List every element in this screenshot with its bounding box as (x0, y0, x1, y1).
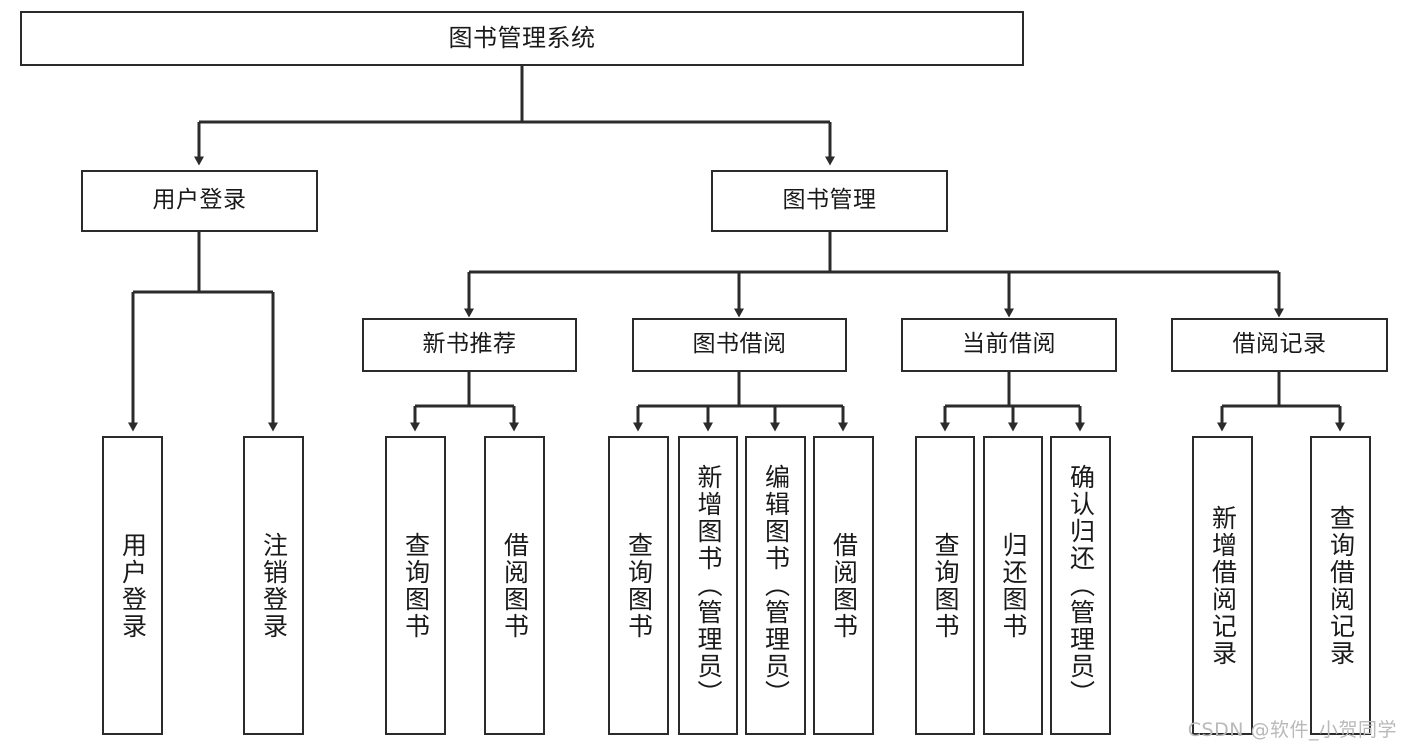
leaf-current-return-books[interactable]: 归还图书 (983, 436, 1043, 735)
node-root-book-management-system[interactable]: 图书管理系统 (20, 11, 1024, 66)
leaf-borrow-borrow-books[interactable]: 借阅图书 (813, 436, 874, 735)
node-label: 归还图书 (999, 531, 1028, 640)
node-book-borrowing[interactable]: 图书借阅 (632, 318, 847, 372)
leaf-current-query-books[interactable]: 查询图书 (915, 436, 975, 735)
node-label: 查询图书 (624, 531, 654, 640)
leaf-logout[interactable]: 注销登录 (243, 436, 304, 735)
node-label: 新增图书（管理员） (694, 464, 723, 707)
node-label: 当前借阅 (962, 331, 1056, 358)
node-new-book-recommendation[interactable]: 新书推荐 (362, 318, 577, 372)
node-label: 查询借阅记录 (1326, 504, 1356, 667)
node-label: 图书管理 (782, 187, 877, 214)
node-label: 图书管理系统 (448, 24, 596, 53)
node-borrowing-record[interactable]: 借阅记录 (1171, 318, 1388, 372)
node-label: 新书推荐 (422, 331, 517, 358)
node-label: 编辑图书（管理员） (761, 464, 791, 707)
node-label: 用户登录 (152, 187, 247, 214)
leaf-record-add-borrow-record[interactable]: 新增借阅记录 (1192, 436, 1253, 735)
leaf-borrow-add-book-admin[interactable]: 新增图书（管理员） (678, 436, 738, 735)
node-book-management[interactable]: 图书管理 (711, 170, 948, 232)
leaf-current-confirm-return-admin[interactable]: 确认归还（管理员） (1050, 436, 1111, 735)
leaf-record-query-borrow-record[interactable]: 查询借阅记录 (1310, 436, 1371, 735)
node-label: 新增借阅记录 (1208, 504, 1238, 667)
node-label: 借阅记录 (1232, 331, 1327, 358)
node-label: 注销登录 (259, 531, 289, 640)
leaf-borrow-edit-book-admin[interactable]: 编辑图书（管理员） (745, 436, 806, 735)
node-label: 借阅图书 (500, 531, 530, 640)
node-label: 用户登录 (118, 531, 148, 640)
leaf-new-book-borrow-books[interactable]: 借阅图书 (484, 436, 545, 735)
node-label: 借阅图书 (829, 531, 859, 640)
node-current-borrowing[interactable]: 当前借阅 (901, 318, 1117, 372)
leaf-user-login[interactable]: 用户登录 (102, 436, 163, 735)
node-label: 查询图书 (931, 531, 960, 640)
node-label: 查询图书 (401, 531, 431, 640)
node-label: 确认归还（管理员） (1066, 464, 1096, 707)
csdn-watermark: CSDN @软件_小贺同学 (1187, 719, 1397, 741)
node-user-login[interactable]: 用户登录 (81, 170, 318, 232)
leaf-borrow-query-books[interactable]: 查询图书 (608, 436, 669, 735)
leaf-new-book-query-books[interactable]: 查询图书 (385, 436, 446, 735)
node-label: 图书借阅 (692, 331, 787, 358)
